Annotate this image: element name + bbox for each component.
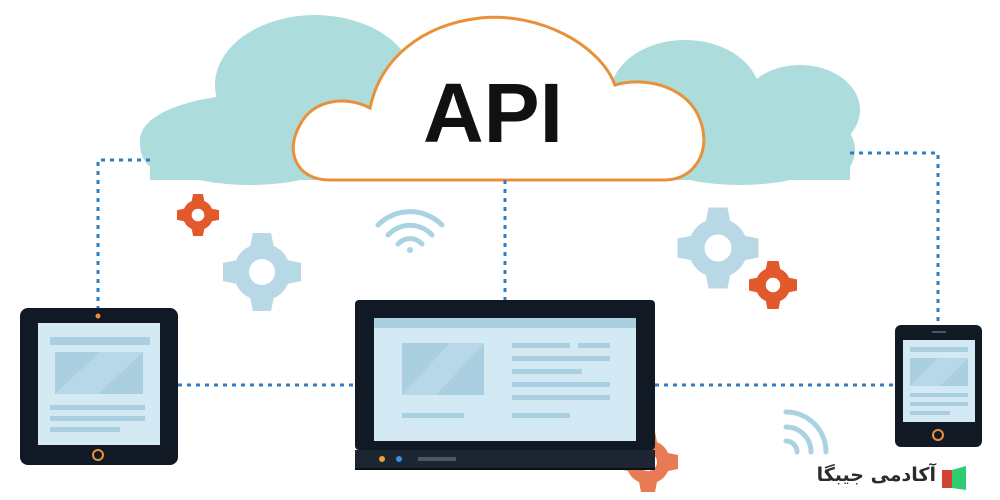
tablet-icon: [20, 308, 178, 465]
cloud-label: API: [423, 66, 563, 160]
gear-icon: [677, 207, 759, 289]
gear-icon: [223, 233, 301, 311]
gear-icon: [749, 261, 797, 309]
laptop-icon: [355, 300, 655, 470]
brand-name: آکادمی جیبگا: [816, 464, 936, 486]
background-clouds: [140, 15, 860, 185]
api-cloud: [291, 15, 706, 182]
phone-icon: [895, 325, 982, 447]
wifi-icon: [375, 209, 445, 253]
wifi-icon: [783, 409, 829, 455]
gear-icon: [177, 194, 219, 236]
connector-lines: [96, 151, 940, 387]
jibga-logo-icon: [942, 466, 966, 490]
